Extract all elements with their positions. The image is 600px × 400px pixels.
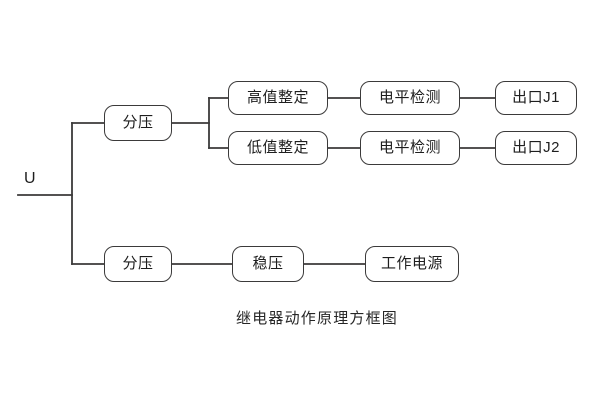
node-label-divider-upper: 分压 [122,114,154,131]
node-label-high-set: 高值整定 [246,89,309,106]
node-label-low-set: 低值整定 [246,139,309,156]
node-label-working-supply: 工作电源 [380,255,443,272]
node-level-detect-1[interactable]: 电平检测 [360,81,460,115]
node-label-divider-lower: 分压 [122,255,154,272]
node-output-j1[interactable]: 出口J1 [495,81,577,115]
node-regulator[interactable]: 稳压 [232,246,304,282]
node-label-output-j1: 出口J1 [512,89,560,106]
node-label-level-detect-2: 电平检测 [378,139,441,156]
diagram-caption: 继电器动作原理方框图 [236,310,399,327]
node-divider-lower[interactable]: 分压 [104,246,172,282]
node-high-set[interactable]: 高值整定 [228,81,328,115]
node-output-j2[interactable]: 出口J2 [495,131,577,165]
node-label-regulator: 稳压 [252,255,284,272]
node-low-set[interactable]: 低值整定 [228,131,328,165]
node-divider-upper[interactable]: 分压 [104,105,172,141]
node-label-level-detect-1: 电平检测 [378,89,441,106]
node-working-supply[interactable]: 工作电源 [365,246,459,282]
node-level-detect-2[interactable]: 电平检测 [360,131,460,165]
source-voltage-label: U [24,170,36,187]
node-label-output-j2: 出口J2 [512,139,560,156]
